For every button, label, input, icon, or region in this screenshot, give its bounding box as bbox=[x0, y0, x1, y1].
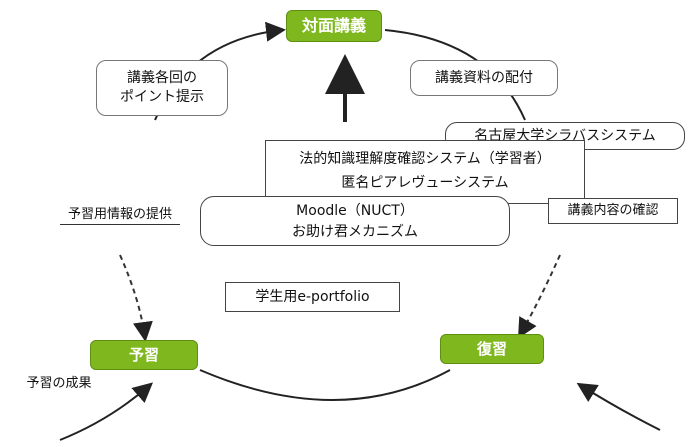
materials-callout: 講義資料の配付 bbox=[410, 60, 558, 96]
confirm-system-label: 法的知識理解度確認システム（学習者） bbox=[299, 151, 551, 167]
arrow-from-lecture bbox=[384, 29, 526, 121]
review-node: 復習 bbox=[440, 334, 544, 364]
lecture-node: 対面講義 bbox=[286, 10, 382, 42]
points-line-1: 講義各回の bbox=[127, 70, 197, 86]
dash-right-down bbox=[518, 254, 561, 339]
points-callout: 講義各回の ポイント提示 bbox=[96, 60, 228, 116]
prep-info-label: 予習用情報の提供 bbox=[60, 203, 180, 225]
content-check-box: 講義内容の確認 bbox=[548, 198, 678, 224]
anon-system-label: 匿名ピアレヴューシステム bbox=[341, 175, 509, 191]
helpers-label: お助け君メカニズム bbox=[292, 224, 418, 240]
arrow-bottom-center bbox=[199, 369, 451, 401]
arrow-bottom-right bbox=[576, 382, 661, 431]
prepare-node: 予習 bbox=[90, 340, 198, 370]
points-line-2: ポイント提示 bbox=[120, 89, 204, 105]
moodle-box: Moodle（NUCT） お助け君メカニズム bbox=[200, 196, 510, 246]
confirm-system-box: 法的知識理解度確認システム（学習者） 匿名ピアレヴューシステム bbox=[265, 140, 585, 204]
left-bottom-label: 予習の成果 bbox=[26, 376, 92, 391]
dash-left-down bbox=[119, 254, 153, 342]
arrow-bottom-left bbox=[59, 382, 154, 441]
portfolio-box: 学生用e-portfolio bbox=[225, 282, 400, 312]
moodle-label: Moodle（NUCT） bbox=[296, 203, 414, 219]
